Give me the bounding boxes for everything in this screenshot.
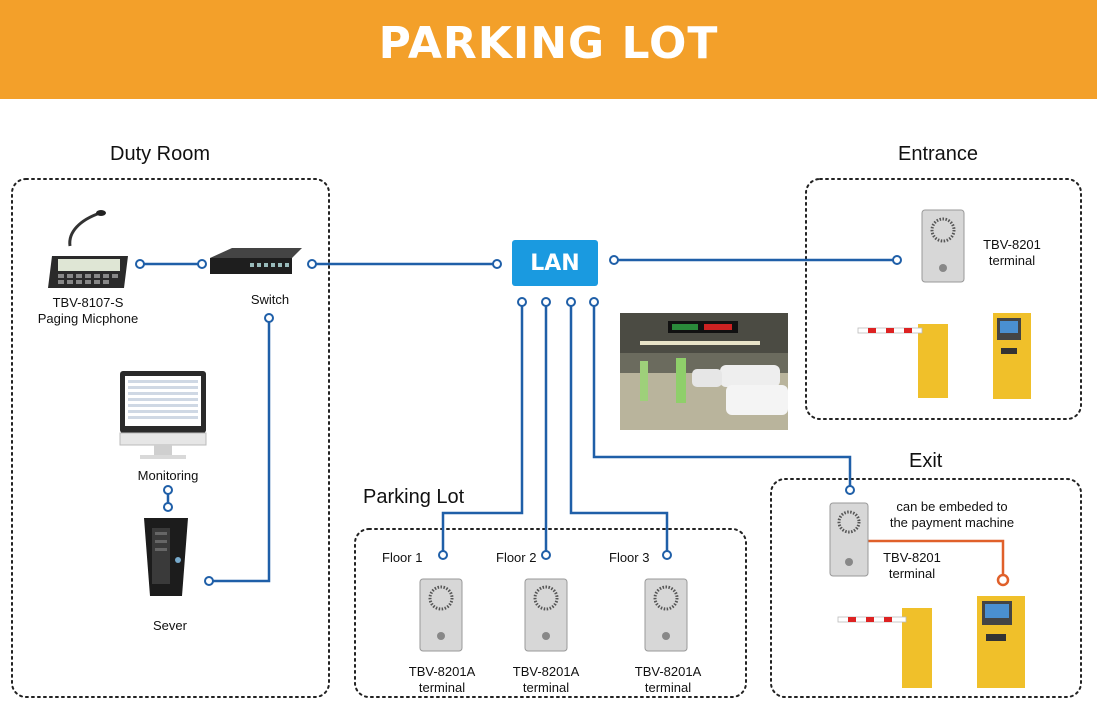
exit-terminal-model: TBV-8201 [883,550,941,565]
floor1-terminal-type: terminal [418,680,466,695]
connector-dot [197,259,207,269]
exit-note-line1: can be embeded to [896,499,1008,514]
floor1-terminal-model: TBV-8201A [408,664,476,679]
floor1-label: Floor 1 [382,550,423,565]
connector-dot [135,259,145,269]
connector-dot [163,502,173,512]
duty-room-heading: Duty Room [110,143,211,165]
page-title: PARKING LOT [378,18,719,69]
monitoring-label: Monitoring [137,468,199,483]
connector-dot [541,550,551,560]
lan-label: LAN [530,250,580,276]
lan-to-floor3-line [569,302,669,555]
connector-dot [566,297,576,307]
network-switch-icon [210,248,302,274]
exit-note-line2: the payment machine [889,515,1015,530]
connector-dot [892,255,902,265]
lan-to-exit-line [592,302,852,490]
floor3-terminal-label: TBV-8201A terminal [628,664,708,696]
title-banner: PARKING LOT [0,0,1097,99]
floor1-terminal-label: TBV-8201A terminal [402,664,482,696]
lan-to-floor1-line [441,302,524,555]
paging-mic-label: TBV-8107-S Paging Micphone [36,295,140,327]
paging-mic-model: TBV-8107-S [52,295,124,310]
connector-dot [438,550,448,560]
floor3-label: Floor 3 [609,550,650,565]
connector-dot [996,573,1010,587]
duty-room-zone [11,178,330,698]
exit-kiosk-icon [977,596,1025,688]
connector-dot [492,259,502,269]
switch-label: Switch [250,292,290,307]
connector-dot [163,485,173,495]
connector-dot [541,297,551,307]
connector-dot [589,297,599,307]
entrance-zone [805,178,1082,420]
parking-lot-heading: Parking Lot [363,486,465,508]
paging-microphone-icon [48,210,128,288]
exit-zone [770,478,1082,698]
parking-lot-zone [354,528,747,698]
switch-to-server-line [209,318,271,583]
floor2-terminal-type: terminal [522,680,570,695]
entrance-barrier-icon [857,324,948,398]
exit-intercom-icon [829,502,869,577]
monitor-icon [119,371,207,459]
lan-node: LAN [512,240,598,286]
entrance-terminal-model: TBV-8201 [983,237,1041,252]
floor2-terminal-model: TBV-8201A [512,664,580,679]
entrance-heading: Entrance [898,143,979,165]
server-icon [144,518,188,596]
floor2-label: Floor 2 [496,550,537,565]
exit-barrier-icon [837,608,932,688]
entrance-kiosk-icon [993,313,1031,399]
floor1-intercom-icon [419,578,463,652]
connector-dot [307,259,317,269]
exit-heading: Exit [909,450,943,472]
entrance-terminal-label: TBV-8201 terminal [978,237,1046,269]
server-label: Sever [153,618,187,633]
exit-terminal-type: terminal [888,566,936,581]
connector-dot [609,255,619,265]
floor2-intercom-icon [524,578,568,652]
paging-mic-name: Paging Micphone [37,311,139,326]
connector-dot [264,313,274,323]
exit-note: can be embeded to the payment machine [880,499,1024,531]
connector-dot [662,550,672,560]
connector-dot [517,297,527,307]
floor3-terminal-model: TBV-8201A [634,664,702,679]
floor3-intercom-icon [644,578,688,652]
entrance-intercom-icon [921,209,965,283]
exit-terminal-label: TBV-8201 terminal [878,550,946,582]
exit-terminal-to-payment-line [868,539,1005,578]
connector-dot [845,485,855,495]
floor3-terminal-type: terminal [644,680,692,695]
connector-dot [204,576,214,586]
parking-garage-photo [620,313,788,430]
floor2-terminal-label: TBV-8201A terminal [506,664,586,696]
entrance-terminal-type: terminal [988,253,1036,268]
